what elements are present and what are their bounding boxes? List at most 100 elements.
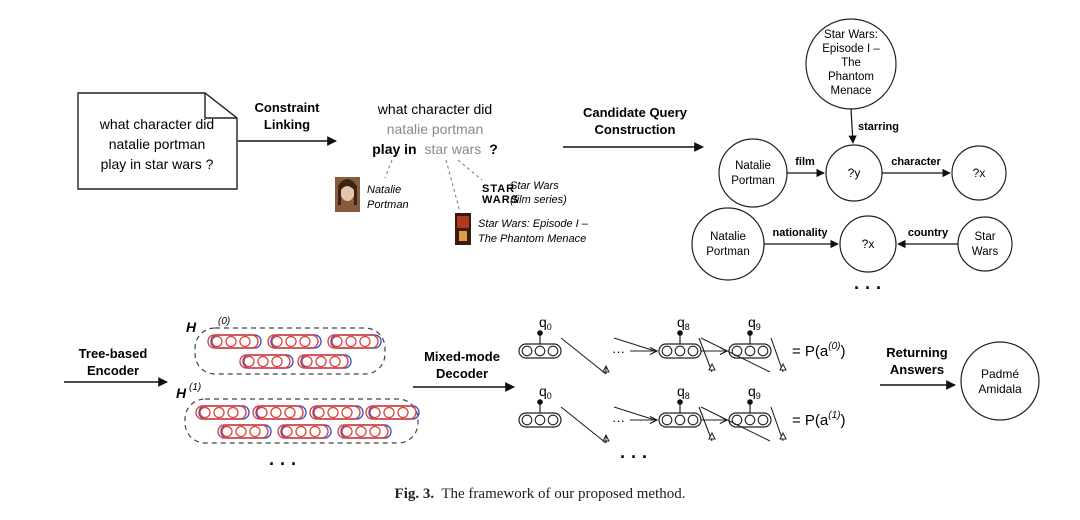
- encoder-h0-node-group: [207, 334, 262, 349]
- decoder-cell-row2: [728, 399, 772, 428]
- decoder: q0 q8 q9 q0 q8 q9 ··· ··· = P(a(0)) = P(…: [518, 314, 846, 467]
- svg-text:Star: Star: [974, 231, 995, 243]
- linked-question-line-1: what character did: [377, 101, 492, 117]
- svg-text:Star Wars:: Star Wars:: [824, 29, 878, 41]
- candidate-query-label-1: Candidate Query: [583, 105, 688, 120]
- answer-line-1: Padmé: [981, 367, 1019, 381]
- encoder-h0-node-group: [297, 354, 352, 369]
- node-natalie-portman-1: [718, 138, 788, 208]
- encoder-more: · · ·: [269, 454, 297, 474]
- encoder-h1: H (1): [176, 382, 420, 444]
- q9-label-row2: q9: [748, 383, 761, 401]
- query-graph-more: · · ·: [854, 278, 882, 298]
- node-natalie-portman-2: [691, 207, 765, 281]
- entity-natalie-portman: Natalie Portman: [335, 177, 409, 212]
- question-line-2: natalie portman: [109, 136, 206, 152]
- linked-question-line-3: play in star wars ?: [372, 141, 498, 157]
- encoder-h0-node-group: [327, 334, 382, 349]
- answer-line-2: Amidala: [978, 382, 1022, 396]
- q8-label-row1: q8: [677, 314, 690, 332]
- h1-superscript: (1): [189, 382, 201, 393]
- q8-label-row2: q8: [677, 383, 690, 401]
- natalie-label-2: Portman: [367, 199, 409, 211]
- tree-encoder-input-arrow: Tree-based Encoder: [64, 346, 168, 387]
- svg-text:?y: ?y: [848, 166, 861, 180]
- q0-label-row1: q0: [539, 314, 552, 332]
- answer-node: Padmé Amidala: [960, 341, 1040, 421]
- encoder-h1-node-group: [217, 424, 272, 439]
- entity-mention-natalie: natalie portman: [387, 121, 484, 137]
- svg-text:Menace: Menace: [831, 85, 872, 97]
- decoder-dots-row1: ···: [612, 344, 625, 359]
- decoder-connections-row1: [560, 337, 787, 375]
- question-line-3: play in star wars ?: [101, 156, 214, 172]
- encoder-h0-node-group: [267, 334, 322, 349]
- svg-text:Wars: Wars: [972, 246, 999, 258]
- node-x-1: [951, 145, 1007, 201]
- svg-text:Portman: Portman: [731, 175, 774, 187]
- decoder-cell-row2: [658, 399, 702, 428]
- episode-label-2: The Phantom Menace: [478, 233, 586, 245]
- edge-film: film: [795, 156, 815, 168]
- decoder-more: · · ·: [620, 447, 648, 467]
- returning-label-1: Returning: [886, 345, 947, 360]
- figure-caption: Fig. 3. The framework of our proposed me…: [0, 486, 1080, 503]
- caption-text: The framework of our proposed method.: [441, 486, 686, 502]
- encoder-h1-node-group: [252, 405, 307, 420]
- encoder-h1-node-group: [309, 405, 364, 420]
- prob-row-0: = P(a(0)): [792, 341, 846, 360]
- svg-text:?x: ?x: [862, 237, 875, 251]
- encoder-h0: H (0): [186, 316, 386, 375]
- mixed-decoder-label-2: Decoder: [436, 366, 488, 381]
- star-wars-series-label-1: Star Wars: [510, 180, 559, 192]
- edge-nationality: nationality: [772, 227, 828, 239]
- encoder-h1-node-group: [365, 405, 420, 420]
- decoder-dots-row2: ···: [612, 413, 625, 428]
- decoder-cell-row1: [728, 330, 772, 359]
- returning-answers-arrow: Returning Answers: [880, 345, 956, 390]
- encoder-h1-node-group: [195, 405, 250, 420]
- mixed-decoder-arrow: Mixed-mode Decoder: [413, 349, 515, 392]
- svg-text:STAR: STAR: [482, 183, 515, 195]
- svg-text:WARS: WARS: [482, 194, 519, 206]
- svg-text:Episode I –: Episode I –: [822, 43, 880, 55]
- svg-text:Portman: Portman: [706, 246, 749, 258]
- h0-superscript: (0): [218, 316, 230, 327]
- prob-row-1: = P(a(1)): [792, 410, 846, 429]
- svg-text:Natalie: Natalie: [710, 231, 746, 243]
- svg-text:?x: ?x: [973, 166, 986, 180]
- h0-label: H: [186, 319, 197, 335]
- candidate-query-arrow: Candidate Query Construction: [563, 105, 704, 152]
- entity-episode-one: Star Wars: Episode I – The Phantom Menac…: [455, 213, 589, 245]
- constraint-linking-label-1: Constraint: [255, 100, 321, 115]
- natalie-label-1: Natalie: [367, 184, 401, 196]
- svg-text:The: The: [841, 57, 861, 69]
- mixed-decoder-label-1: Mixed-mode: [424, 349, 500, 364]
- encoder-h1-node-group: [337, 424, 392, 439]
- caption-label: Fig. 3.: [394, 486, 435, 502]
- query-graph-panel: Star Wars: Episode I – The Phantom Menac…: [691, 18, 1013, 298]
- decoder-cell-row1: [658, 330, 702, 359]
- encoder-h1-node-group: [277, 424, 332, 439]
- edge-character: character: [891, 156, 941, 168]
- star-wars-logo: STAR WARS: [482, 183, 519, 206]
- tree-encoder-label-2: Encoder: [87, 363, 139, 378]
- node-star-wars: [957, 216, 1013, 272]
- h1-label: H: [176, 385, 187, 401]
- candidate-query-label-2: Construction: [595, 122, 676, 137]
- star-wars-series-label-2: (film series): [510, 194, 567, 206]
- encoder-h0-node-group: [239, 354, 294, 369]
- decoder-cell-row2: [518, 399, 562, 428]
- q9-label-row1: q9: [748, 314, 761, 332]
- entity-star-wars-series: STAR WARS Star Wars (film series): [482, 180, 567, 206]
- question-line-1: what character did: [99, 116, 214, 132]
- q0-label-row2: q0: [539, 383, 552, 401]
- decoder-cell-row1: [518, 330, 562, 359]
- tree-encoder-label-1: Tree-based: [79, 346, 148, 361]
- linked-question: what character did natalie portman play …: [372, 101, 498, 213]
- edge-starring: starring: [858, 121, 899, 133]
- constraint-linking-arrow: Constraint Linking: [238, 100, 337, 146]
- constraint-linking-label-2: Linking: [264, 117, 310, 132]
- edge-country: country: [908, 227, 949, 239]
